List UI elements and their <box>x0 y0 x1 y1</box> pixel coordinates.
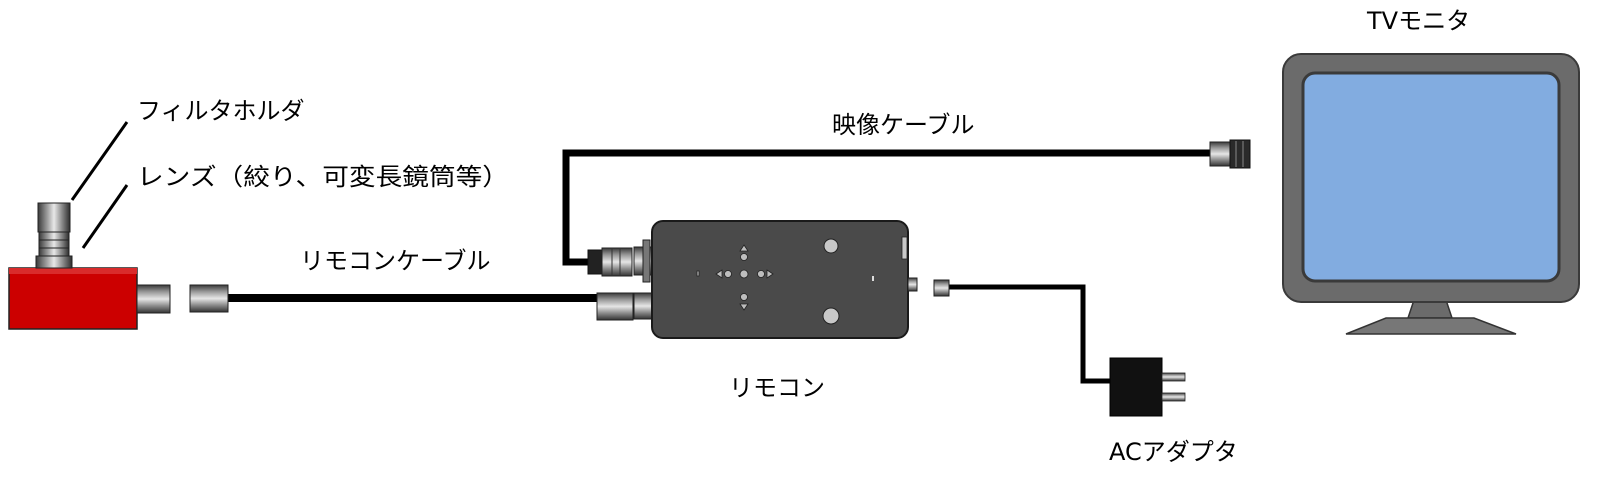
ac-adapter-label: ACアダプタ <box>1109 438 1238 466</box>
remote-cable <box>228 294 598 302</box>
filter-holder-label: フィルタホルダ <box>137 97 305 125</box>
remote-cable-plug-camera-end <box>189 284 229 313</box>
remote-cable-plug-remote-end <box>596 292 634 321</box>
lens-label: レンズ（絞り、可変長鏡筒等） <box>137 163 509 191</box>
camera-output-connector <box>136 284 171 314</box>
camera-body-icon <box>8 267 138 330</box>
lens-icon <box>35 231 73 269</box>
lens-leader-line <box>81 184 129 249</box>
power-cable <box>946 284 1110 384</box>
ac-adapter-icon <box>1109 357 1186 417</box>
video-cable <box>562 149 1210 266</box>
video-cable-plug-monitor-end <box>1209 139 1251 169</box>
video-cable-label: 映像ケーブル <box>832 111 975 139</box>
tv-monitor-label: TVモニタ <box>1366 7 1470 35</box>
remote-label: リモコン <box>729 374 825 402</box>
video-cable-plug-remote-end <box>587 247 633 277</box>
tv-monitor-icon <box>1282 53 1580 335</box>
filter-holder-leader-line <box>70 121 129 201</box>
power-plug-remote-end <box>933 279 950 297</box>
filter-holder-icon <box>37 202 71 233</box>
remote-control-icon <box>633 220 918 339</box>
remote-cable-label: リモコンケーブル <box>300 247 491 275</box>
